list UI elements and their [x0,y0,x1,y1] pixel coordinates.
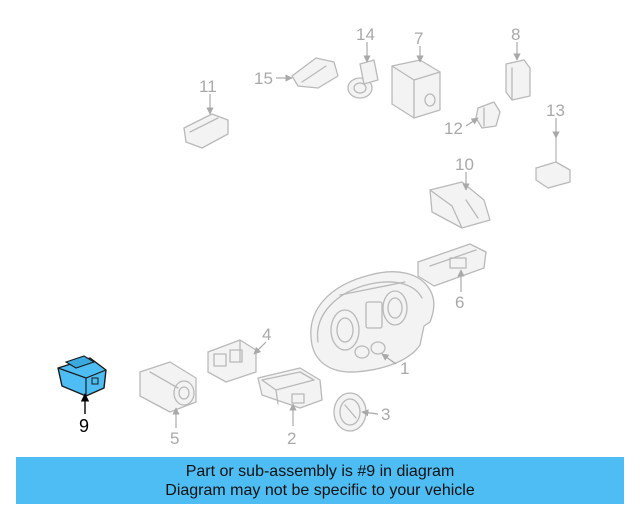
callout-12: 12 [444,119,463,138]
callout-1: 1 [400,359,409,378]
info-banner: Part or sub-assembly is #9 in diagram Di… [16,457,624,504]
callout-10: 10 [455,155,474,174]
part-5-headlight-switch [139,361,197,413]
part-4-switch [207,339,257,383]
part-11-switch [183,113,229,149]
part-3-round-switch [333,392,367,432]
part-6-connector [417,243,487,287]
part-1-instrument-cluster [310,271,435,373]
part-10-bracket [429,181,491,229]
part-9-switch-highlighted[interactable] [57,355,107,397]
part-2-switch-panel [257,367,323,409]
banner-line-1: Part or sub-assembly is #9 in diagram [185,463,455,480]
part-7-module [391,59,441,119]
callout-7: 7 [414,29,423,48]
callout-9: 9 [79,416,89,436]
part-8-block [505,59,531,101]
callout-13: 13 [546,101,565,120]
part-12-clip [475,101,501,129]
part-14-lock [347,59,379,99]
callout-11: 11 [199,77,217,96]
callout-14: 14 [356,25,375,44]
callout-lines [172,42,560,428]
callout-4: 4 [262,325,271,344]
callout-5: 5 [170,429,179,448]
parts-diagram: 1 2 3 4 5 6 7 8 9 10 11 12 13 14 15 [57,25,571,448]
banner-line-2: Diagram may not be specific to your vehi… [165,482,475,499]
callout-2: 2 [287,429,296,448]
callout-8: 8 [511,25,520,44]
callout-3: 3 [381,405,390,424]
callout-15: 15 [254,69,273,88]
part-15-key [291,57,339,89]
part-13-sensor [535,137,571,189]
callout-6: 6 [455,293,464,312]
